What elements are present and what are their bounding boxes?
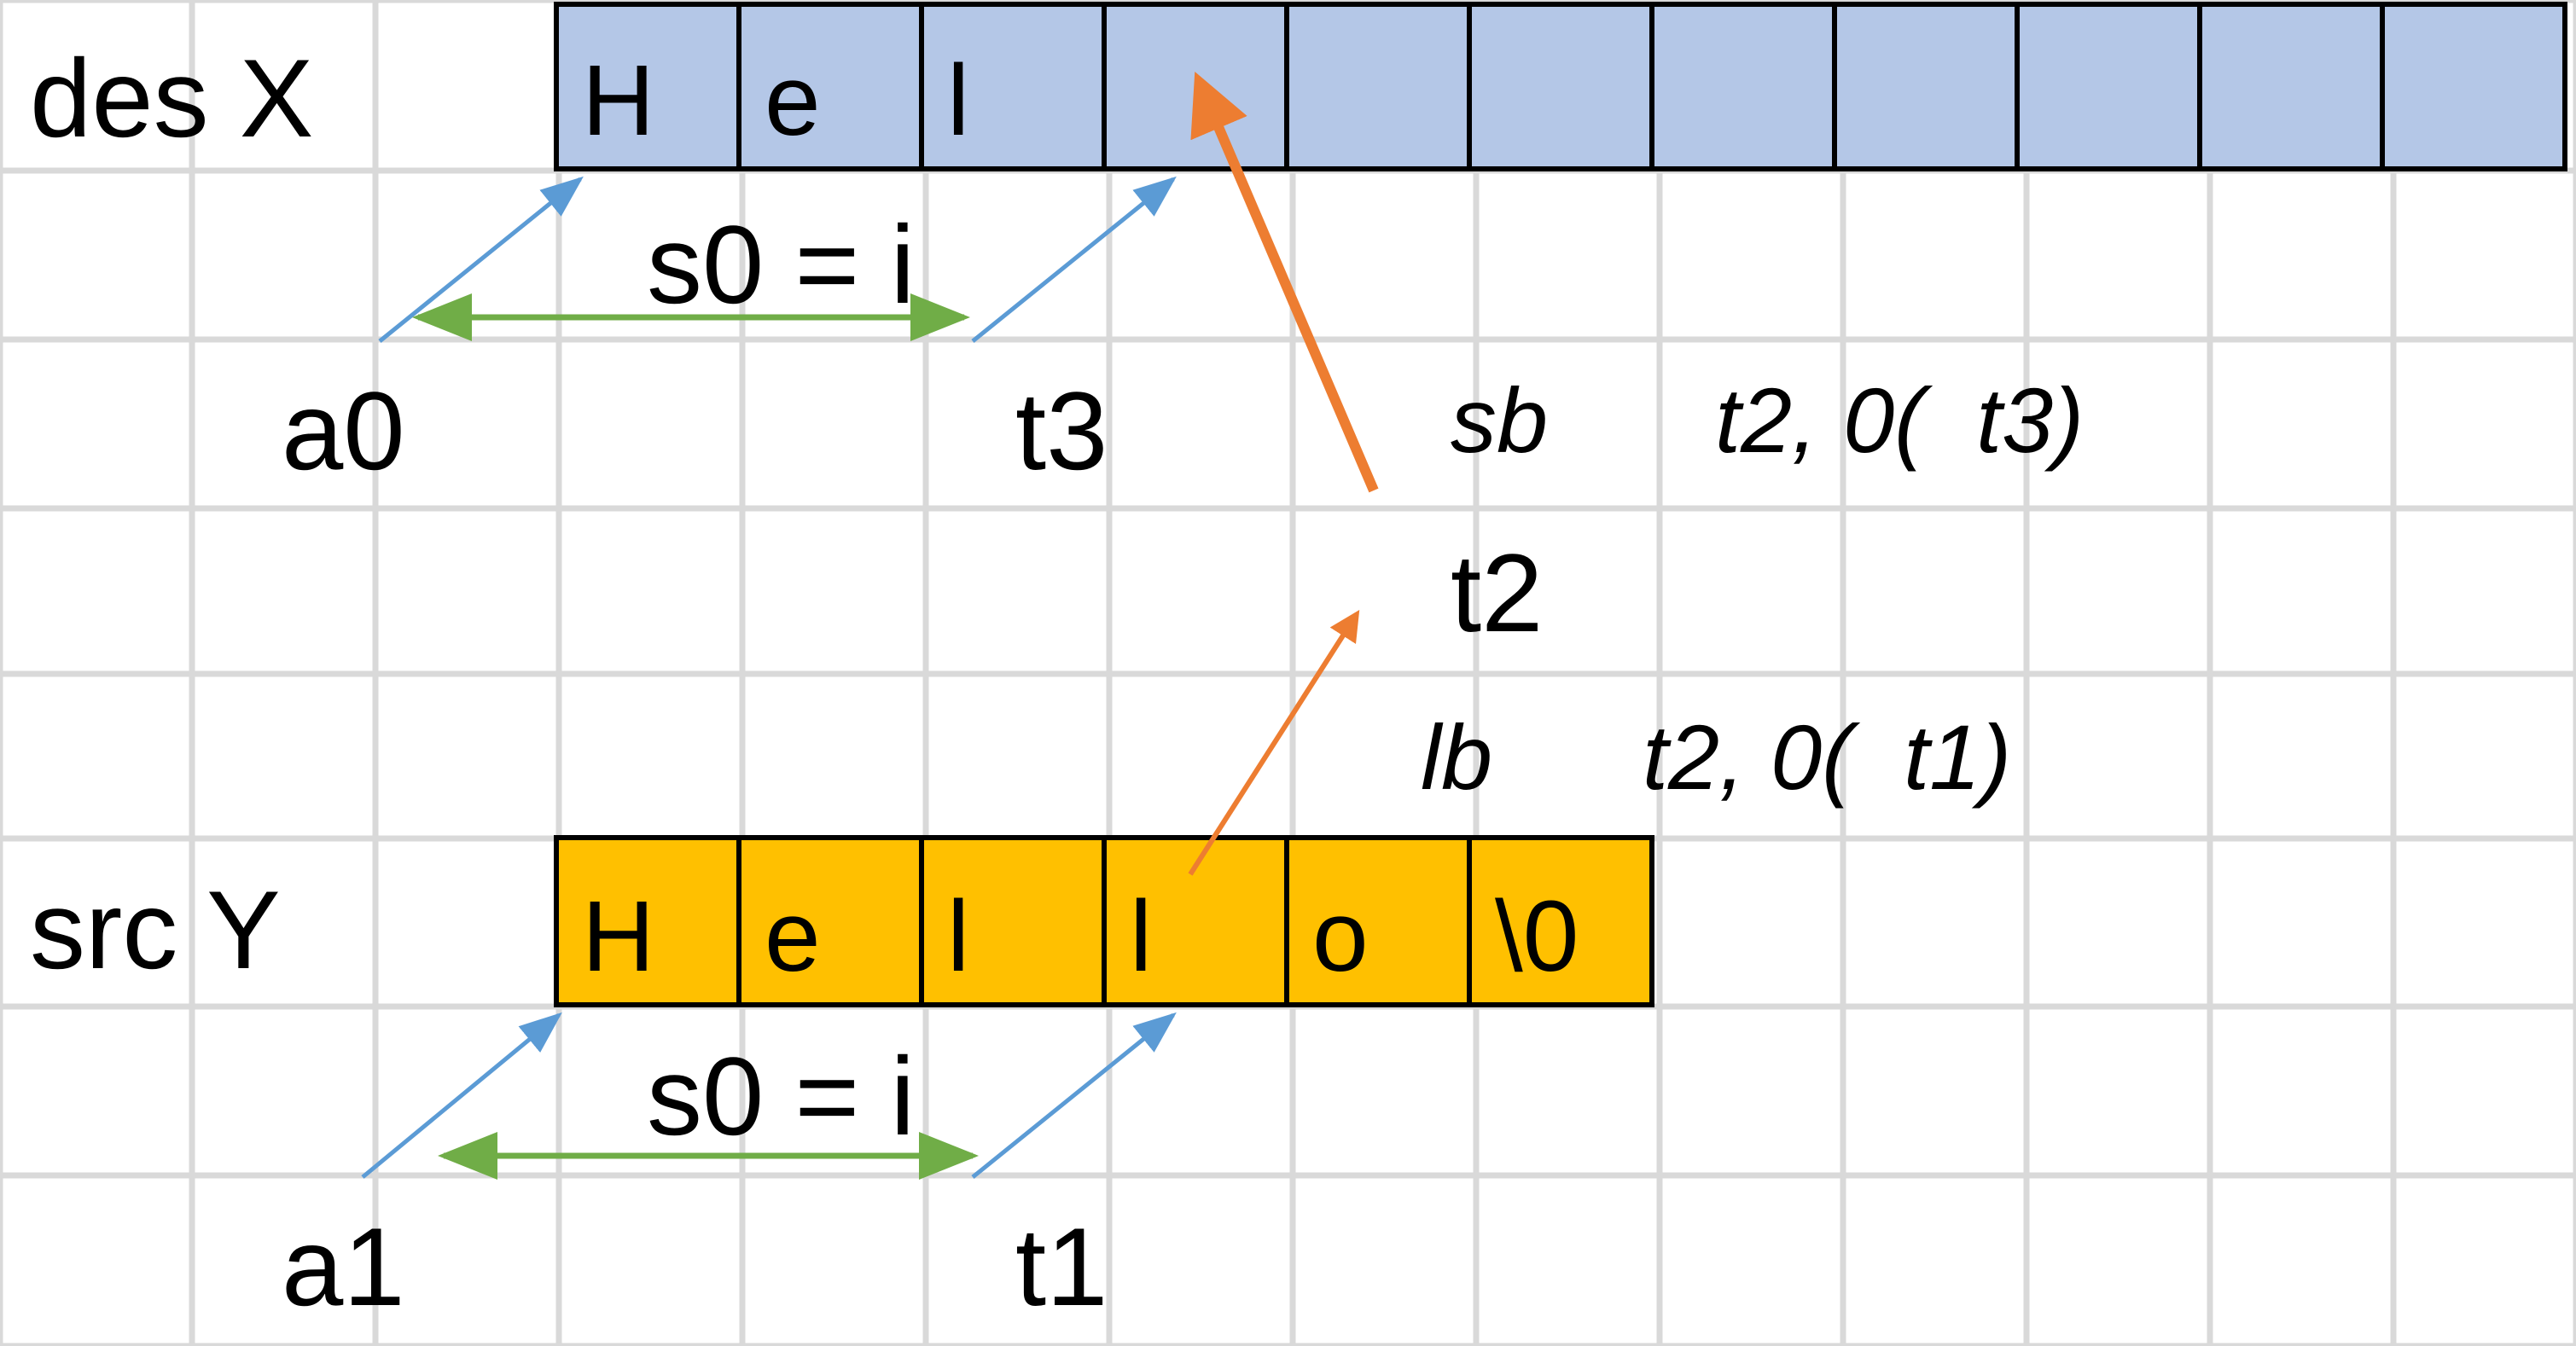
src-y-label: src Y (30, 867, 281, 992)
des-cell-1 (736, 2, 924, 171)
t2-label: t2 (1451, 531, 1543, 655)
sb-operands: t2, 0( t3) (1715, 368, 2084, 472)
t3-label: t3 (1015, 368, 1108, 493)
sb-store-arrow (1190, 71, 1379, 493)
lb-opcode: lb (1421, 705, 1492, 809)
des-x-label: des X (30, 36, 313, 160)
t1-pointer-arrow (971, 1012, 1177, 1179)
a0-label: a0 (282, 368, 405, 493)
src-cell-text-2: l (947, 880, 969, 993)
src-cell-text-4: o (1312, 880, 1369, 993)
a1-label: a1 (282, 1204, 405, 1329)
a1-pointer-arrow (361, 1012, 562, 1179)
des-cell-0 (554, 2, 741, 171)
t1-label: t1 (1015, 1204, 1108, 1329)
des-cell-8 (2015, 2, 2202, 171)
src-cell-text-3: l (1130, 880, 1152, 993)
des-cell-2 (919, 2, 1107, 171)
des-cell-3 (1102, 2, 1289, 171)
src-cell-4 (1284, 835, 1472, 1007)
src-cell-text-1: e (765, 880, 821, 993)
sb-opcode: sb (1451, 368, 1548, 472)
des-cell-text-1: e (765, 44, 821, 157)
t3-pointer-arrow (971, 176, 1177, 343)
des-cell-5 (1467, 2, 1654, 171)
src-cell-5 (1467, 835, 1654, 1007)
s0-bottom-label: s0 = i (647, 1034, 915, 1158)
src-cell-text-0: H (582, 880, 654, 993)
src-cell-2 (919, 835, 1107, 1007)
des-cell-6 (1649, 2, 1837, 171)
des-cell-4 (1284, 2, 1472, 171)
lb-operands: t2, 0( t1) (1643, 705, 2011, 809)
des-cell-text-0: H (582, 44, 654, 157)
des-cell-9 (2197, 2, 2385, 171)
des-cell-7 (1832, 2, 2020, 171)
s0-top-label: s0 = i (647, 202, 915, 327)
des-cell-10 (2380, 2, 2567, 171)
lb-load-arrow (1188, 609, 1360, 876)
des-cell-text-2: l (947, 44, 969, 157)
src-cell-text-5: \0 (1495, 880, 1579, 993)
